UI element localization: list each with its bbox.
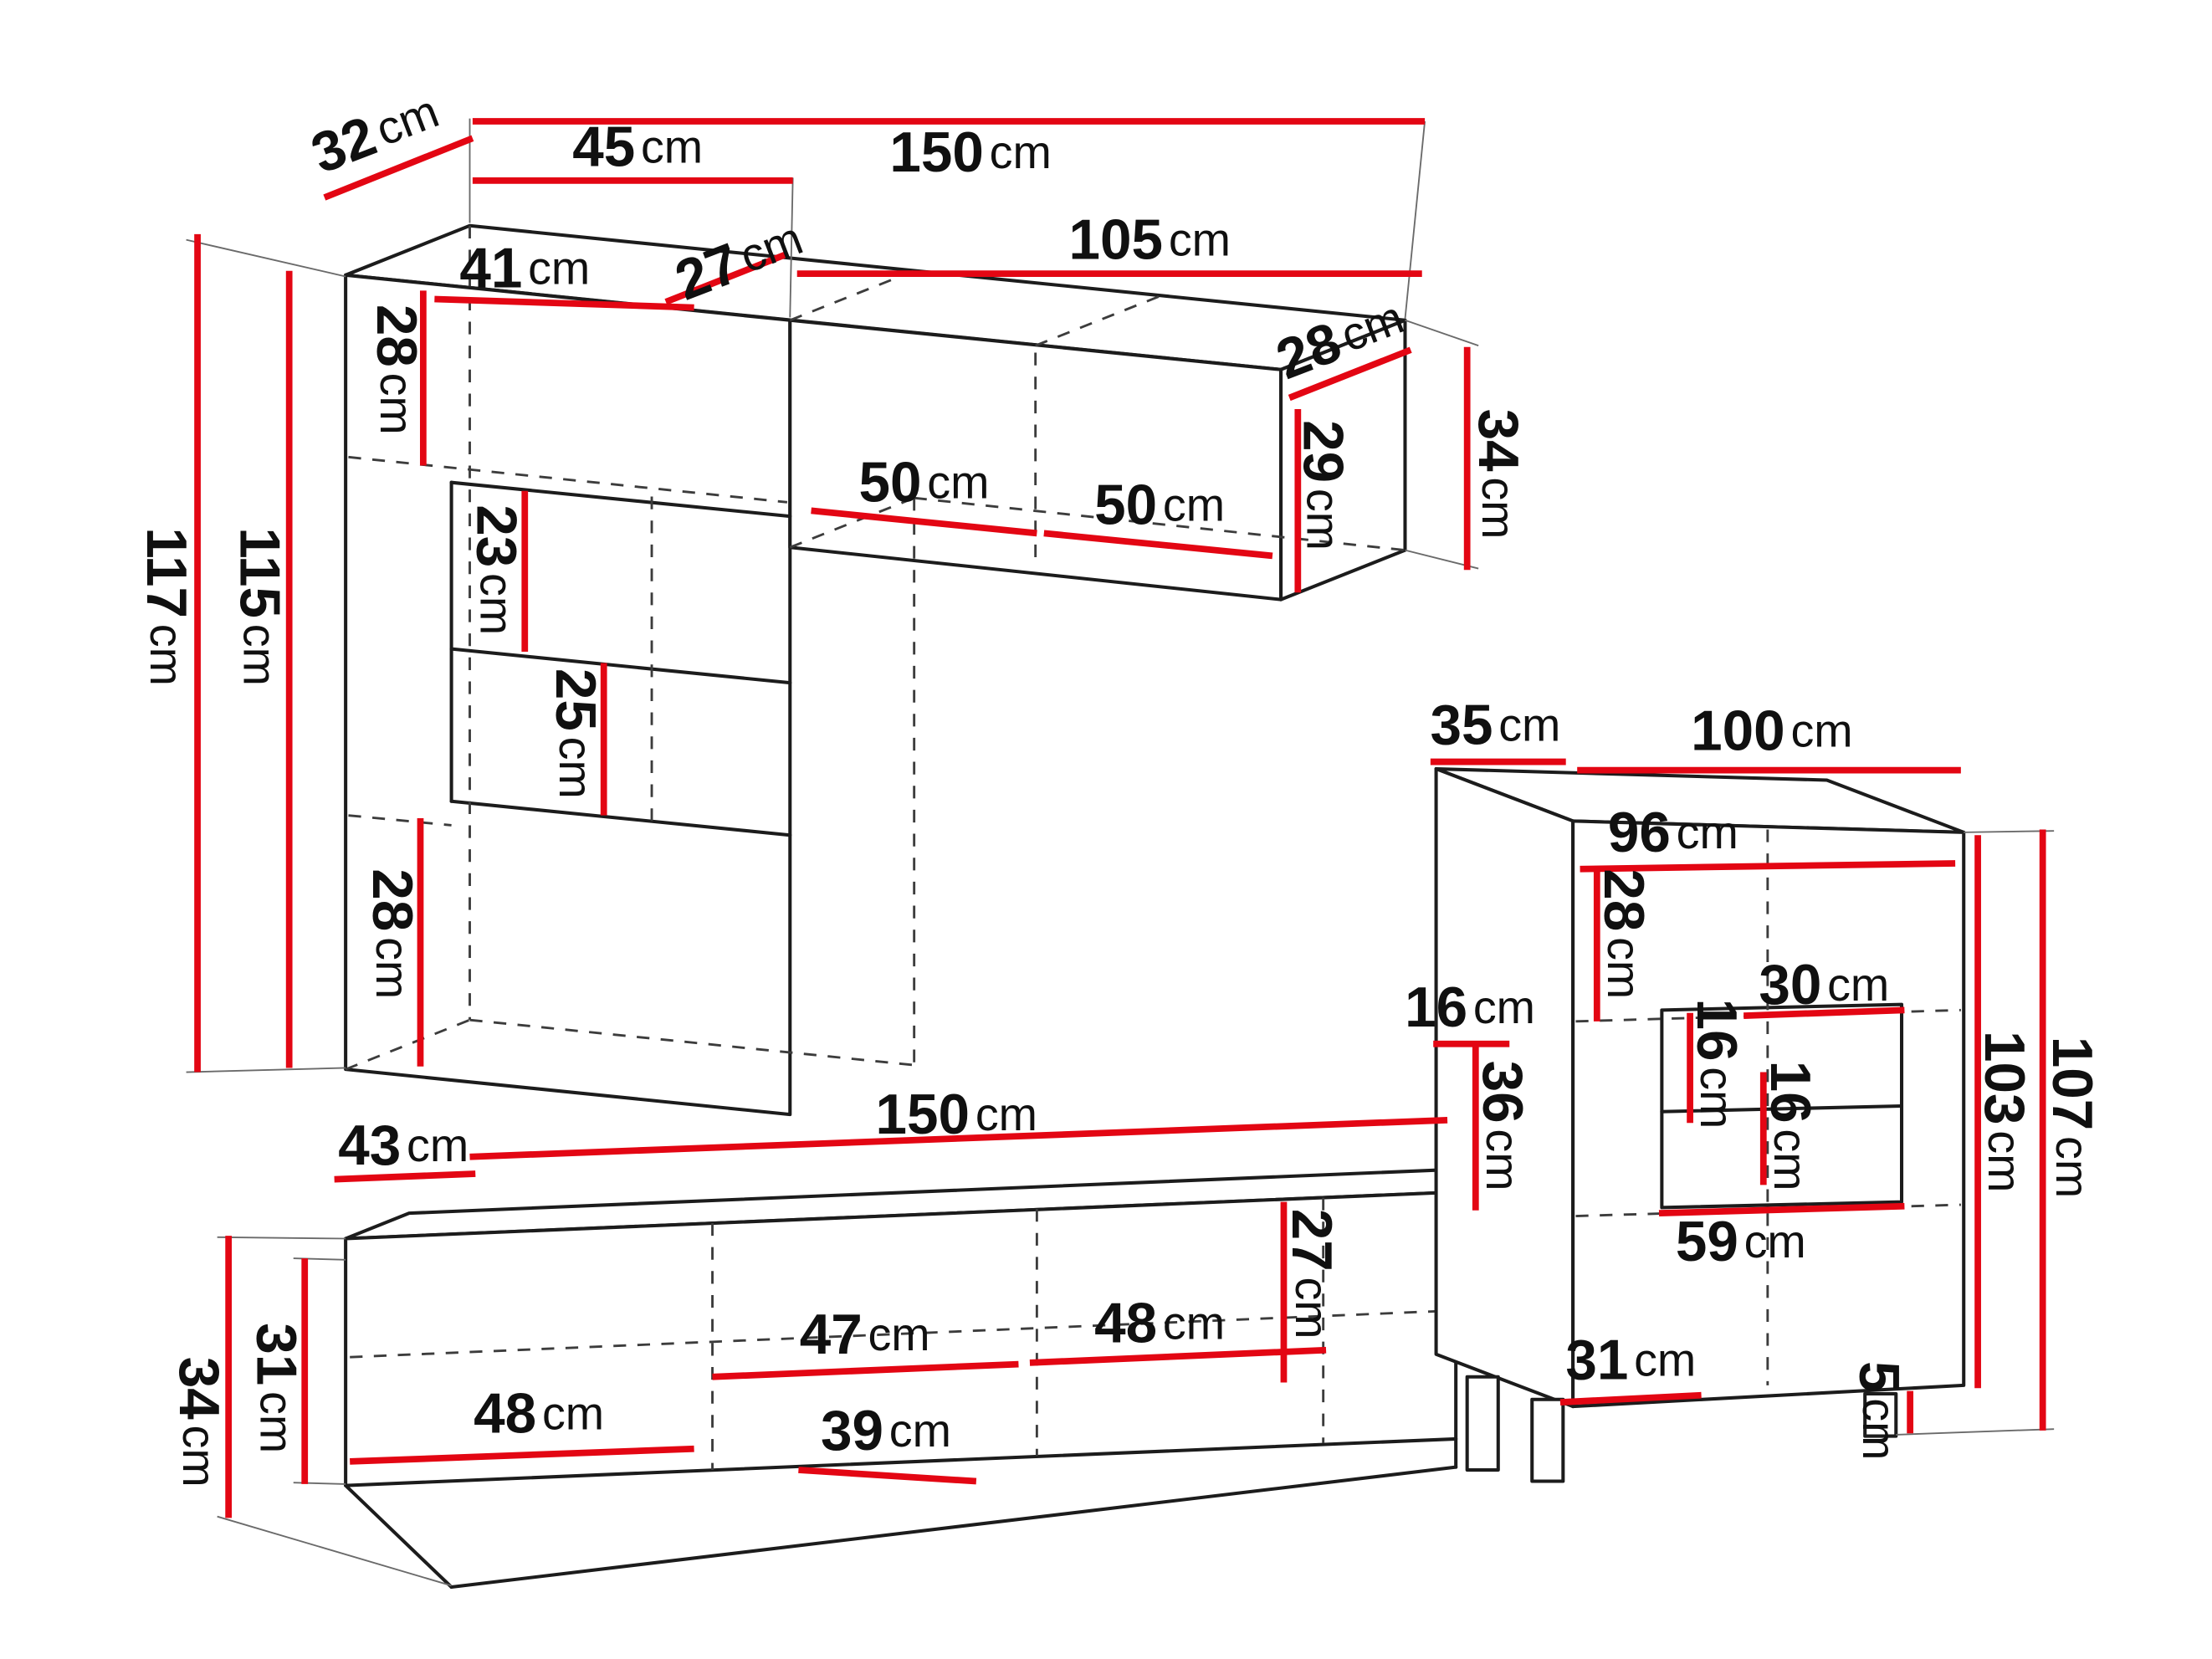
line-dim-31b <box>1559 1391 1702 1406</box>
label-dim-5: 5cm <box>1848 1361 1911 1460</box>
label-dim-16-inner-b: 16cm <box>1759 1061 1821 1191</box>
line-dim-59 <box>1658 1202 1905 1217</box>
label-dim-28-upper-left: 28cm <box>365 305 428 435</box>
label-dim-36: 36cm <box>1471 1061 1534 1191</box>
line-dim-43 <box>334 1170 476 1183</box>
label-dim-27-bottom: 27cm <box>1281 1209 1344 1339</box>
label-dim-115: 115cm <box>228 527 291 686</box>
line-dim-30 <box>1743 1006 1905 1019</box>
label-dim-25: 25cm <box>544 668 607 799</box>
line-dim-50b <box>1043 530 1273 560</box>
dimension-lines <box>194 118 2046 1518</box>
label-dim-32: 32cm <box>303 80 447 186</box>
line-dim-96 <box>1580 860 1956 873</box>
tv-stand-outline <box>344 1165 1522 1590</box>
line-dim-150-bottom <box>469 1116 1448 1160</box>
line-dim-47 <box>712 1360 1019 1380</box>
label-dim-103: 103cm <box>1974 1031 2036 1192</box>
tv-stand-hidden-edges <box>350 1197 1453 1471</box>
line-dim-50a <box>811 507 1037 537</box>
label-dim-28-sideboard: 28cm <box>1592 868 1655 999</box>
line-dim-32 <box>323 135 474 201</box>
label-dim-117: 117cm <box>135 527 197 686</box>
label-dim-107: 107cm <box>2041 1037 2104 1198</box>
label-dim-34-left: 34cm <box>167 1357 230 1487</box>
label-dim-16-inner-a: 16cm <box>1686 998 1749 1129</box>
line-dim-41 <box>434 295 694 311</box>
line-dim-39 <box>798 1467 977 1485</box>
line-dim-48r <box>1029 1346 1327 1366</box>
line-dim-28-tr <box>1288 346 1412 402</box>
label-dim-31-left: 31cm <box>245 1323 308 1453</box>
label-dim-29: 29cm <box>1292 420 1354 550</box>
label-dim-28-lower-left: 28cm <box>361 868 423 999</box>
line-dim-48l <box>350 1445 694 1465</box>
label-dim-34-right: 34cm <box>1467 409 1529 540</box>
line-dim-27 <box>664 250 789 305</box>
label-dim-23: 23cm <box>465 504 528 635</box>
extension-lines <box>186 118 2055 1587</box>
sideboard-outline <box>1434 766 1966 1483</box>
wall-unit-outline <box>344 223 1407 1117</box>
